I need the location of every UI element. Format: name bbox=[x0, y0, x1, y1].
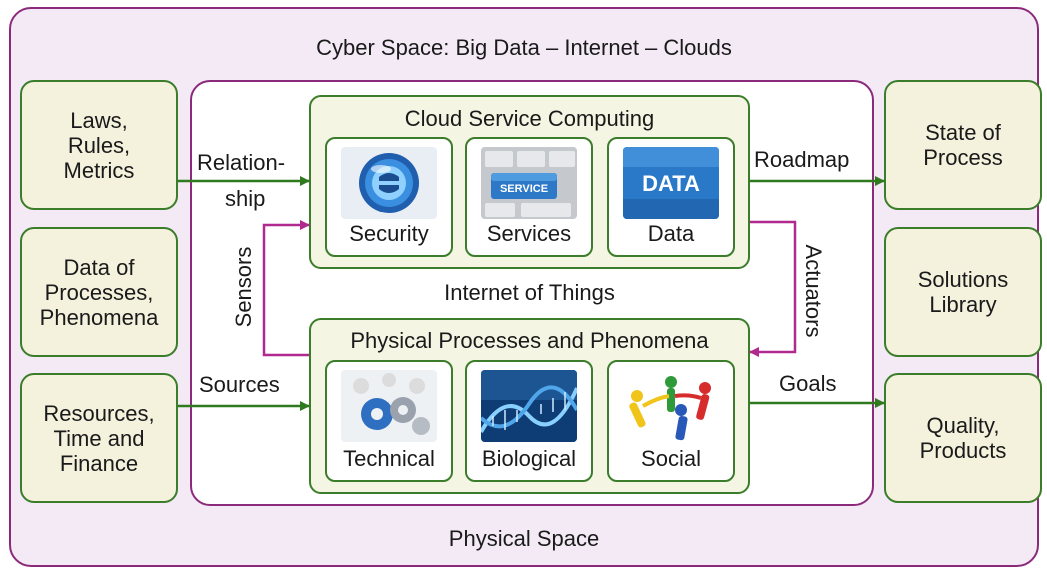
physical-space-title: Physical Space bbox=[448, 526, 600, 551]
service-key-icon: SERVICE bbox=[481, 147, 577, 219]
physical-processes-title: Physical Processes and Phenomena bbox=[350, 328, 709, 353]
quality-products-box: Quality, Products bbox=[884, 373, 1042, 503]
services-card: SERVICE Services bbox=[465, 137, 593, 257]
actuators-arrow bbox=[749, 220, 797, 357]
internet-of-things-label: Internet of Things bbox=[444, 280, 615, 305]
roadmap-label: Roadmap bbox=[754, 147, 850, 172]
social-card: Social bbox=[607, 360, 735, 482]
security-icon bbox=[341, 147, 437, 219]
data-icon: DATA bbox=[623, 147, 719, 219]
data-label: Data bbox=[647, 221, 695, 246]
people-circle-icon bbox=[623, 370, 719, 442]
security-label: Security bbox=[349, 221, 429, 246]
actuators-label: Actuators bbox=[801, 244, 826, 338]
data-card: DATA Data bbox=[607, 137, 735, 257]
biological-card: Biological bbox=[465, 360, 593, 482]
dna-icon bbox=[481, 370, 577, 442]
sensors-arrow bbox=[262, 220, 310, 357]
relationship-label-line1: Relation- bbox=[197, 150, 286, 175]
security-card: Security bbox=[325, 137, 453, 257]
technical-card: Technical bbox=[325, 360, 453, 482]
relationship-label-line2: ship bbox=[225, 186, 266, 211]
state-of-process-box: State of Process bbox=[884, 80, 1042, 210]
resources-time-finance-box: Resources, Time and Finance bbox=[20, 373, 178, 503]
sources-label: Sources bbox=[199, 372, 280, 397]
sensors-label: Sensors bbox=[231, 246, 256, 328]
service-key-text: SERVICE bbox=[500, 183, 548, 195]
services-label: Services bbox=[486, 221, 572, 246]
social-label: Social bbox=[641, 446, 701, 471]
goals-label: Goals bbox=[779, 371, 837, 396]
technical-label: Technical bbox=[343, 446, 435, 471]
cyber-space-title: Cyber Space: Big Data – Internet – Cloud… bbox=[316, 35, 732, 60]
gears-people-icon bbox=[341, 370, 437, 442]
laws-rules-metrics-box: Laws, Rules, Metrics bbox=[20, 80, 178, 210]
data-image-text: DATA bbox=[642, 171, 700, 196]
solutions-library-box: Solutions Library bbox=[884, 227, 1042, 357]
data-of-processes-box: Data of Processes, Phenomena bbox=[20, 227, 178, 357]
cloud-service-computing-group: Cloud Service Computing Security bbox=[309, 95, 750, 269]
physical-processes-group: Physical Processes and Phenomena Technic… bbox=[309, 318, 750, 494]
cloud-service-computing-title: Cloud Service Computing bbox=[404, 106, 655, 131]
biological-label: Biological bbox=[481, 446, 577, 471]
